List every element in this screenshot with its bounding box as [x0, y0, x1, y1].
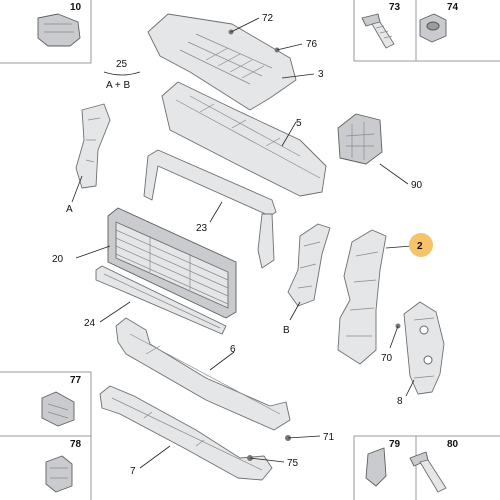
- callout-76: 76: [306, 39, 318, 50]
- leader-lines: [71, 17, 415, 469]
- callout-20: 20: [52, 254, 64, 265]
- callout-25-sub: A + B: [106, 80, 131, 91]
- part-B-bracket[interactable]: [287, 223, 331, 307]
- label-80: 80: [447, 439, 459, 450]
- inset-box-73[interactable]: 73: [353, 0, 417, 62]
- inset-box-77[interactable]: 77: [0, 371, 92, 437]
- bolt-shank-icon: [419, 459, 447, 493]
- callout-72: 72: [262, 13, 274, 24]
- callout-25: 25: [116, 59, 128, 70]
- label-77: 77: [70, 375, 82, 386]
- part-5-cross-beam[interactable]: [161, 81, 327, 197]
- part-A-bracket[interactable]: [75, 103, 111, 189]
- part-90-fastener-kit[interactable]: [337, 113, 383, 165]
- bracket-79-icon: [365, 447, 387, 487]
- label-74: 74: [447, 2, 459, 13]
- callout-71: 71: [323, 432, 335, 443]
- fastener-72[interactable]: [228, 29, 234, 35]
- inset-box-80[interactable]: 80: [409, 435, 500, 500]
- inset-box-74[interactable]: 74: [415, 0, 500, 62]
- callout-3: 3: [318, 69, 324, 80]
- inset-box-78[interactable]: 78: [0, 435, 92, 500]
- brace-icon: [103, 71, 141, 76]
- part-7-crossmember[interactable]: [99, 385, 273, 481]
- callout-2-highlight[interactable]: 2: [409, 233, 433, 257]
- callout-24: 24: [84, 318, 96, 329]
- callout-25-group: 25 A + B: [103, 59, 141, 91]
- callout-75: 75: [287, 458, 299, 469]
- label-78: 78: [70, 439, 82, 450]
- inset-box-10[interactable]: 10: [0, 0, 92, 64]
- callout-90: 90: [411, 180, 423, 191]
- highlight-badge: [409, 233, 433, 257]
- label-79: 79: [389, 439, 401, 450]
- part-8-side-bracket[interactable]: [403, 301, 445, 395]
- callout-23: 23: [196, 223, 208, 234]
- callout-6: 6: [230, 344, 236, 355]
- part-20-shutter-grille[interactable]: [107, 207, 237, 319]
- callout-8: 8: [397, 396, 403, 407]
- callout-5: 5: [296, 118, 302, 129]
- part-23-frame[interactable]: [143, 149, 277, 269]
- callout-70: 70: [381, 353, 393, 364]
- label-73: 73: [389, 2, 401, 13]
- part-3-upper-air-guide[interactable]: [147, 13, 297, 111]
- callout-A: A: [66, 204, 73, 215]
- screw-shank-icon: [371, 21, 395, 49]
- label-10: 10: [70, 2, 82, 13]
- part-24-lower-strip[interactable]: [95, 265, 227, 335]
- part-6-lower-beam[interactable]: [115, 317, 291, 431]
- clip-part-icon: [37, 13, 81, 47]
- callout-7: 7: [130, 466, 136, 477]
- part-2-deflector[interactable]: [337, 229, 387, 365]
- clip-78-icon: [45, 455, 73, 493]
- callout-B: B: [283, 325, 290, 336]
- callout-2: 2: [417, 241, 423, 252]
- inset-box-79[interactable]: 79: [353, 435, 417, 500]
